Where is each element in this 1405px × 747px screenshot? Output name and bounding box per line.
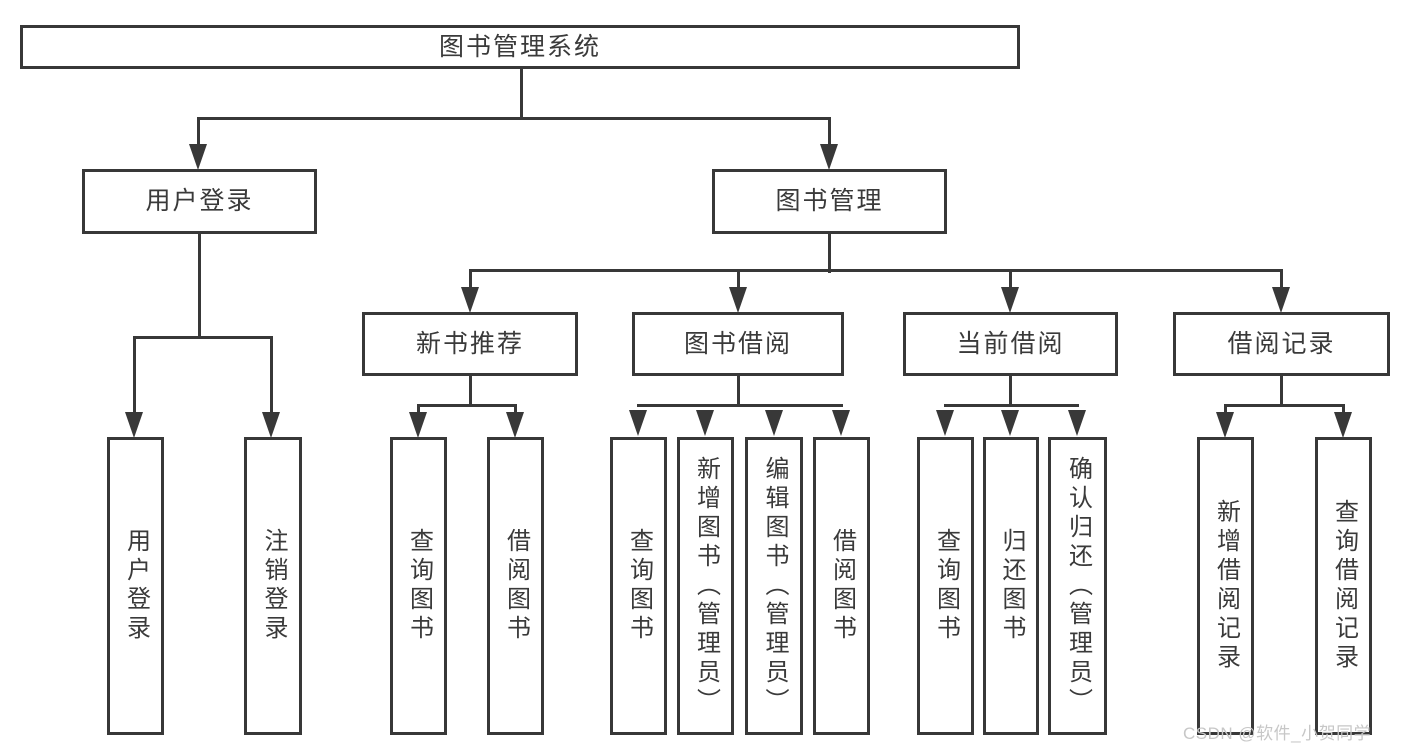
connector-line (133, 336, 273, 339)
watermark: CSDN @软件_小贺同学 (1183, 724, 1372, 743)
leaf-label: 查询图书 (625, 528, 653, 644)
leaf-label: 查询图书 (405, 528, 433, 644)
arrow-down-icon (461, 287, 479, 313)
node-book-borrowing: 图书借阅 (632, 312, 844, 376)
leaf-user-login: 用户登录 (107, 437, 164, 735)
arrow-down-icon (765, 410, 783, 436)
arrow-down-icon (1001, 410, 1019, 436)
arrow-down-icon (409, 412, 427, 438)
connector-line (198, 234, 201, 339)
arrow-down-icon (1272, 287, 1290, 313)
leaf-label: 归还图书 (998, 528, 1025, 644)
connector-line (737, 375, 740, 407)
connector-line (514, 404, 517, 416)
leaf-borrow-books-borrowing: 借阅图书 (813, 437, 870, 735)
connector-line (1342, 404, 1345, 416)
connector-line (1224, 404, 1227, 416)
arrow-down-icon (729, 287, 747, 313)
leaf-logout-login: 注销登录 (244, 437, 302, 735)
leaf-query-books-borrowing: 查询图书 (610, 437, 667, 735)
arrow-down-icon (1334, 412, 1352, 438)
connector-line (1280, 375, 1283, 407)
node-book-management: 图书管理 (712, 169, 947, 234)
connector-line (828, 234, 831, 273)
connector-line (197, 117, 831, 120)
connector-line (1009, 375, 1012, 407)
connector-line (469, 269, 1283, 272)
leaf-label: 编辑图书（管理员） (761, 455, 788, 717)
node-user-login: 用户登录 (82, 169, 317, 234)
arrow-down-icon (832, 410, 850, 436)
leaf-borrow-books-recommend: 借阅图书 (487, 437, 544, 735)
connector-line (637, 404, 843, 407)
leaf-label: 查询图书 (932, 528, 960, 644)
leaf-label: 注销登录 (260, 528, 287, 644)
leaf-label: 借阅图书 (828, 528, 856, 644)
leaf-confirm-return-admin: 确认归还（管理员） (1048, 437, 1107, 735)
arrow-down-icon (1068, 410, 1086, 436)
leaf-return-books: 归还图书 (983, 437, 1039, 735)
connector-line (944, 404, 1079, 407)
arrow-down-icon (189, 144, 207, 170)
leaf-label: 新增借阅记录 (1212, 499, 1240, 673)
arrow-down-icon (506, 412, 524, 438)
connector-line (1280, 269, 1283, 292)
leaf-label: 借阅图书 (502, 528, 530, 644)
node-new-book-recommendation: 新书推荐 (362, 312, 578, 376)
arrow-down-icon (629, 410, 647, 436)
arrow-down-icon (125, 412, 143, 438)
arrow-down-icon (1216, 412, 1234, 438)
connector-line (417, 404, 517, 407)
connector-line (1009, 269, 1012, 292)
connector-line (270, 336, 273, 416)
connector-line (417, 404, 420, 416)
arrow-down-icon (1001, 287, 1019, 313)
leaf-label: 确认归还（管理员） (1064, 455, 1092, 717)
leaf-label: 用户登录 (122, 528, 150, 644)
node-current-borrowing: 当前借阅 (903, 312, 1118, 376)
leaf-label: 新增图书（管理员） (692, 455, 720, 717)
connector-line (737, 269, 740, 292)
connector-line (520, 68, 523, 120)
leaf-add-books-admin: 新增图书（管理员） (677, 437, 734, 735)
leaf-query-borrow-record: 查询借阅记录 (1315, 437, 1372, 735)
connector-line (1224, 404, 1345, 407)
connector-line (197, 117, 200, 147)
node-borrowing-records: 借阅记录 (1173, 312, 1390, 376)
connector-line (828, 117, 831, 147)
arrow-down-icon (262, 412, 280, 438)
leaf-label: 查询借阅记录 (1330, 499, 1358, 673)
leaf-query-books-current: 查询图书 (917, 437, 974, 735)
connector-line (469, 269, 472, 292)
connector-line (469, 375, 472, 407)
arrow-down-icon (936, 410, 954, 436)
leaf-edit-books-admin: 编辑图书（管理员） (745, 437, 803, 735)
node-library-management-system: 图书管理系统 (20, 25, 1020, 69)
connector-line (133, 336, 136, 416)
arrow-down-icon (696, 410, 714, 436)
leaf-query-books-recommend: 查询图书 (390, 437, 447, 735)
arrow-down-icon (820, 144, 838, 170)
leaf-add-borrow-record: 新增借阅记录 (1197, 437, 1254, 735)
